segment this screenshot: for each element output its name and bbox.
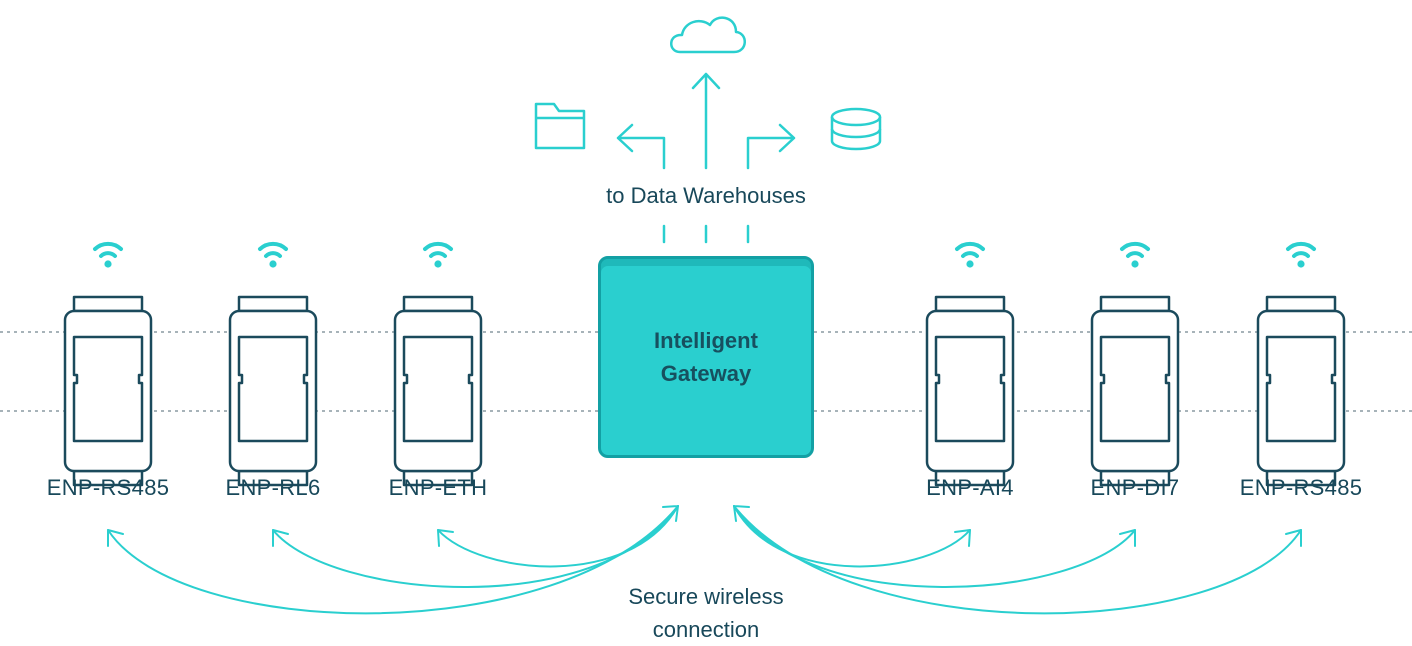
cloud-icon: [670, 16, 746, 54]
arrow-to-cloud: [691, 72, 721, 170]
gateway-label-line1: Intelligent: [654, 328, 758, 353]
wifi-icon: [1120, 241, 1150, 270]
device-label-1: ENP-RS485: [46, 475, 170, 500]
wireless-arcs: [107, 505, 1302, 615]
uplink-arrows: [616, 72, 796, 244]
connection-label-line1: Secure wireless: [628, 584, 784, 609]
device-label-3: ENP-ETH: [388, 475, 488, 500]
arrow-to-database: [746, 123, 796, 170]
device-label-5: ENP-DI7: [1090, 475, 1180, 500]
device-unit-1: [63, 295, 153, 487]
gateway-arrow-right: [733, 505, 750, 522]
device-unit-6: [1256, 295, 1346, 487]
arc-left-2: [272, 505, 679, 588]
device-label-4: ENP-AI4: [926, 475, 1014, 500]
arrow-to-folder: [616, 123, 666, 170]
connection-label: Secure wireless connection: [556, 580, 856, 646]
gateway-arrow-left: [662, 505, 679, 522]
wifi-icon: [93, 241, 123, 270]
device-label-2: ENP-RL6: [225, 475, 321, 500]
database-icon: [830, 107, 882, 151]
gateway-label-line2: Gateway: [660, 361, 752, 386]
wifi-icon: [955, 241, 985, 270]
wifi-icon: [1286, 241, 1316, 270]
device-label-6: ENP-RS485: [1239, 475, 1363, 500]
arc-left-3: [437, 505, 679, 568]
device-unit-4: [925, 295, 1015, 487]
wifi-icon: [258, 241, 288, 270]
device-unit-2: [228, 295, 318, 487]
wifi-icon: [423, 241, 453, 270]
intelligent-gateway-box: Intelligent Gateway: [598, 256, 814, 458]
gateway-label: Intelligent Gateway: [654, 324, 758, 390]
arc-right-1: [733, 505, 971, 568]
folder-icon: [534, 102, 586, 150]
arc-right-2: [733, 505, 1136, 588]
device-unit-3: [393, 295, 483, 487]
device-unit-5: [1090, 295, 1180, 487]
warehouse-label: to Data Warehouses: [606, 183, 806, 208]
connection-label-line2: connection: [652, 617, 760, 642]
arc-right-3: [733, 505, 1302, 615]
